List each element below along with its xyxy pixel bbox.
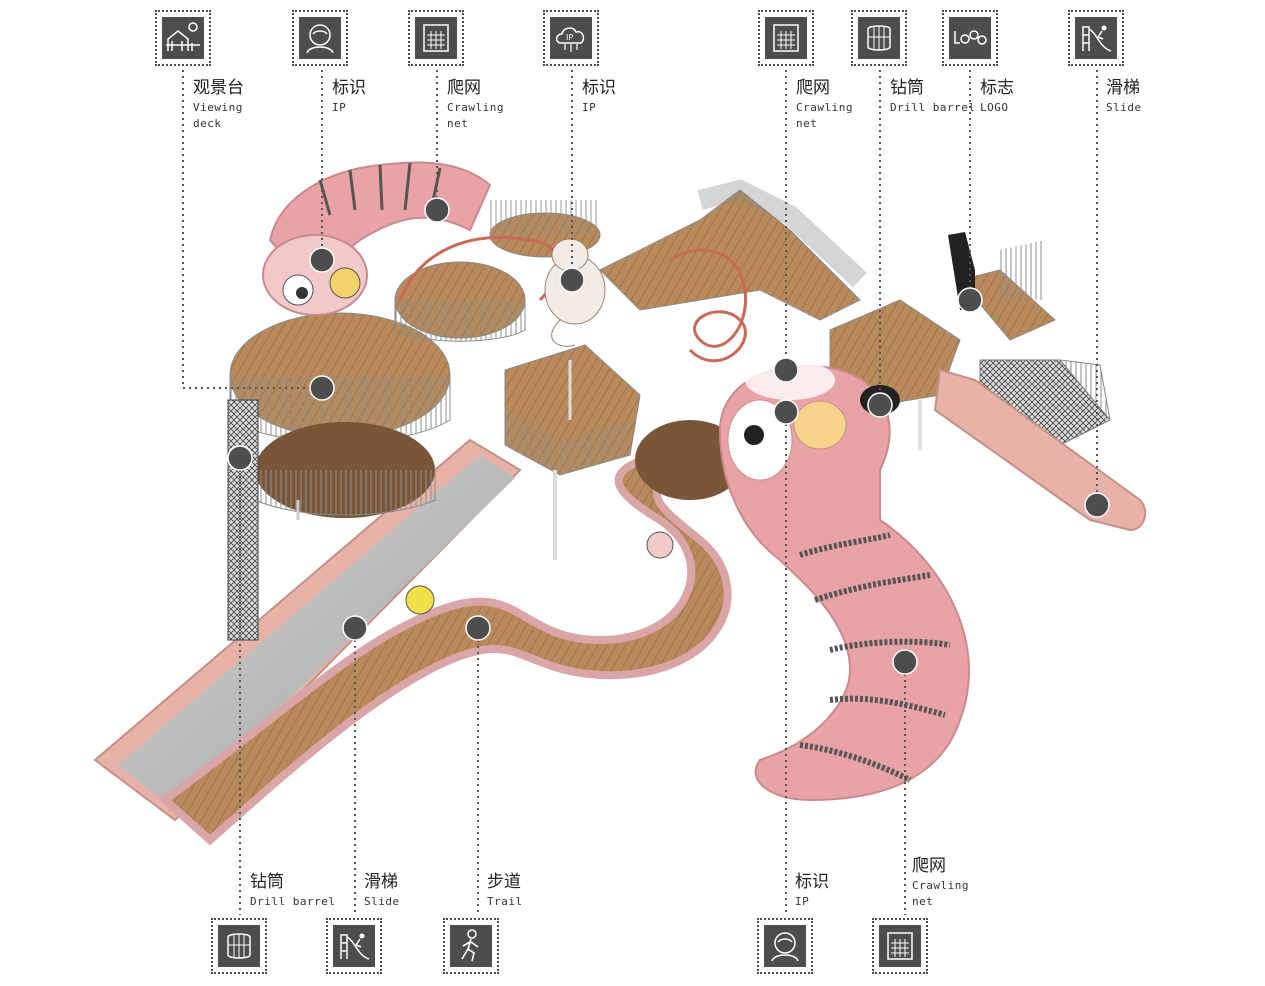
callout-slide-1-box <box>1068 10 1124 66</box>
slide-icon <box>340 933 370 960</box>
posts <box>296 360 922 560</box>
crawling-net-icon <box>423 24 449 52</box>
leader-viewing-deck <box>182 70 322 389</box>
ip-mascot-icon <box>306 24 334 54</box>
dot-crawling-net-1 <box>424 197 450 223</box>
callout-ip-3-box <box>757 918 813 974</box>
dot-trail <box>465 615 491 641</box>
ip-cloud-icon: IP <box>555 27 585 52</box>
small-mascot-pink <box>646 531 674 559</box>
callout-viewing-deck-box <box>155 10 211 66</box>
dot-ip-3 <box>773 399 799 425</box>
callout-slide-2-box <box>326 918 382 974</box>
main-deck-platforms <box>229 179 1111 518</box>
dot-slide-2 <box>342 615 368 641</box>
dot-crawling-net-3 <box>892 649 918 675</box>
long-slide-left <box>93 438 522 822</box>
callout-crawling-net-3-box <box>872 918 928 974</box>
slide-right <box>933 368 1147 532</box>
small-mascot-yellow <box>405 585 435 615</box>
callout-drill-barrel-2-box <box>211 918 267 974</box>
climbing-net-tower <box>227 399 259 641</box>
callout-logo-box <box>942 10 998 66</box>
callout-crawling-net-1-box <box>408 10 464 66</box>
drill-barrel-icon <box>227 933 251 959</box>
callout-drill-barrel-1-box <box>851 10 907 66</box>
dot-slide-1 <box>1084 492 1110 518</box>
hotspot-dots <box>227 197 1110 675</box>
leader-lines <box>182 70 1098 915</box>
logo-icon <box>954 30 987 45</box>
dot-ip-1 <box>309 247 335 273</box>
ip-mascot-icon <box>771 932 799 962</box>
dot-drill-barrel-1 <box>867 392 893 418</box>
callout-ip-1-box <box>292 10 348 66</box>
pink-tube-large <box>718 360 970 802</box>
dot-ip-2 <box>559 267 585 293</box>
callout-crawling-net-2-box <box>758 10 814 66</box>
mascot-figure <box>544 238 606 347</box>
drill-barrel-icon <box>867 25 891 51</box>
viewing-deck-icon <box>166 22 200 51</box>
callout-trail-box <box>443 918 499 974</box>
dot-viewing-deck <box>309 375 335 401</box>
dot-crawling-net-2 <box>773 357 799 383</box>
slide-icon <box>1082 25 1112 52</box>
callout-ip-2-box: IP <box>543 10 599 66</box>
dot-drill-barrel-2 <box>227 445 253 471</box>
trail-icon <box>461 929 479 962</box>
crawling-net-icon <box>887 932 913 960</box>
svg-text:IP: IP <box>566 33 573 42</box>
crawling-net-icon <box>773 24 799 52</box>
dot-logo <box>957 287 983 313</box>
